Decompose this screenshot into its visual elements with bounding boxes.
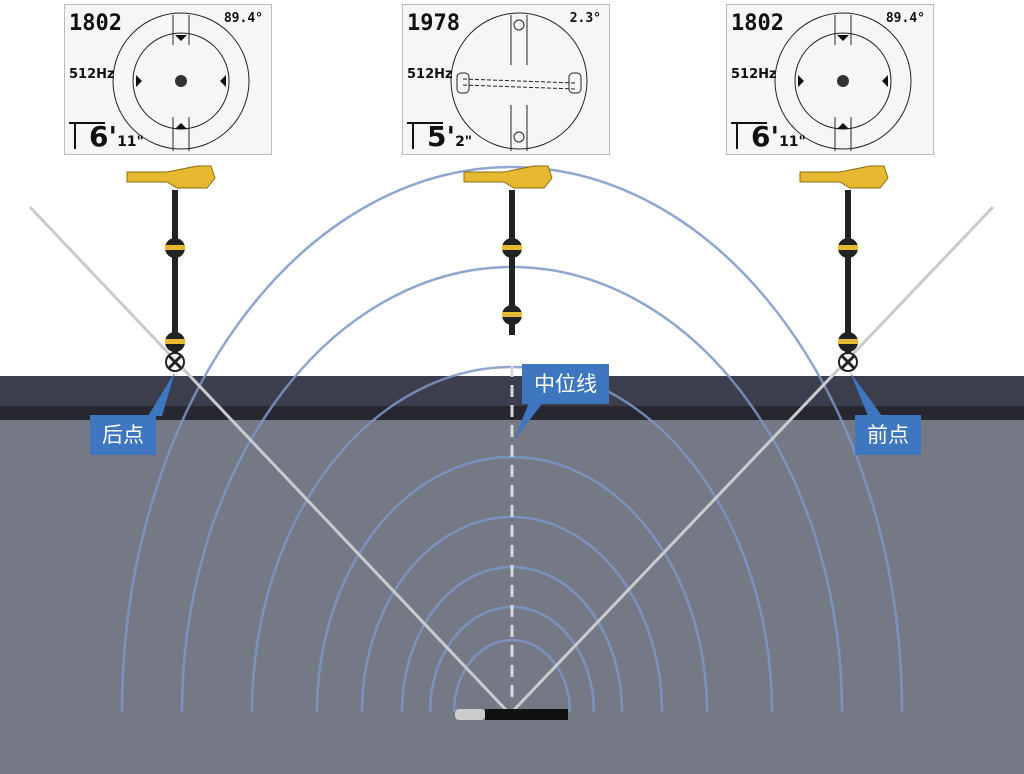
locator-rear-icon bbox=[126, 165, 216, 372]
midline-label: 中位线 bbox=[522, 364, 609, 404]
frequency: 512Hz bbox=[69, 67, 115, 82]
sonde bbox=[455, 709, 568, 720]
front-point-label: 前点 bbox=[855, 415, 921, 455]
tilt-angle: 89.4° bbox=[223, 11, 263, 26]
depth-inches: 11" bbox=[779, 134, 806, 150]
depth-feet: 6' bbox=[751, 120, 780, 153]
signal-strength: 1802 bbox=[731, 11, 784, 36]
locator-front-icon bbox=[799, 165, 889, 372]
tilt-angle: 2.3° bbox=[569, 11, 601, 26]
screen-rear: 1802 89.4° 512Hz 6'11" bbox=[64, 4, 272, 155]
depth-feet: 6' bbox=[89, 120, 118, 153]
locator-center-icon bbox=[463, 165, 553, 335]
frequency: 512Hz bbox=[731, 67, 777, 82]
screen-center: 1978 2.3° 512Hz 5'2" bbox=[402, 4, 610, 155]
compass-center-icon bbox=[407, 12, 588, 151]
sonde-tip bbox=[455, 709, 485, 720]
depth: 5'2" bbox=[427, 123, 472, 156]
tilt-angle: 89.4° bbox=[885, 11, 925, 26]
depth-feet: 5' bbox=[427, 120, 456, 153]
depth-inches: 11" bbox=[117, 134, 144, 150]
signal-strength: 1802 bbox=[69, 11, 122, 36]
locators bbox=[126, 165, 889, 372]
signal-strength: 1978 bbox=[407, 11, 460, 36]
rear-point-label: 后点 bbox=[90, 415, 156, 455]
front-line bbox=[510, 205, 995, 714]
field-arc bbox=[315, 455, 709, 713]
screen-front: 1802 89.4° 512Hz 6'11" bbox=[726, 4, 934, 155]
depth: 6'11" bbox=[751, 123, 806, 156]
frequency: 512Hz bbox=[407, 67, 453, 82]
rear-line bbox=[28, 205, 510, 714]
sonde-body bbox=[485, 709, 568, 720]
compass-front-icon bbox=[731, 12, 912, 151]
depth-inches: 2" bbox=[455, 134, 473, 150]
depth: 6'11" bbox=[89, 123, 144, 156]
compass-rear-icon bbox=[69, 12, 250, 151]
field-arc bbox=[120, 165, 904, 713]
field-arc bbox=[452, 638, 572, 713]
field-arc bbox=[360, 515, 664, 713]
